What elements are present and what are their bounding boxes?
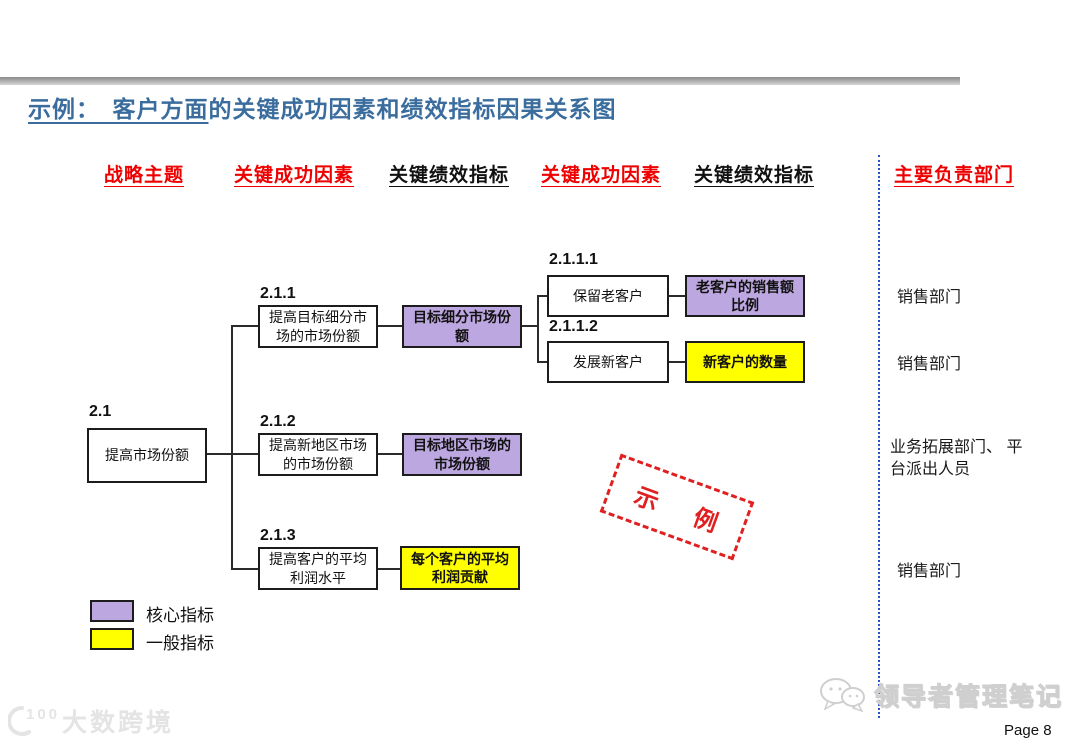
column-header-key-success-2: 关键成功因素 bbox=[541, 165, 662, 186]
column-header-strategy-theme: 战略主题 bbox=[104, 165, 185, 186]
dept-row-2: 销售部门 bbox=[897, 356, 962, 373]
column-header-kpi-1: 关键绩效指标 bbox=[389, 165, 510, 186]
node-id-2-1-1-1: 2.1.1.1 bbox=[549, 251, 598, 268]
legend-general-swatch bbox=[90, 628, 134, 650]
page-number: Page 8 bbox=[1004, 722, 1052, 739]
node-kpi-2-1-3: 每个客户的平均利润贡献 bbox=[400, 546, 520, 590]
top-divider-bar bbox=[0, 77, 960, 85]
node-kpi-2-1-1: 目标细分市场份额 bbox=[402, 305, 522, 348]
node-csf-2-1-1-1: 保留老客户 bbox=[547, 275, 669, 317]
column-header-kpi-2: 关键绩效指标 bbox=[694, 165, 815, 186]
dotted-separator-line bbox=[878, 155, 880, 718]
node-strategy-theme: 提高市场份额 bbox=[87, 428, 207, 483]
chat-bubbles-icon bbox=[820, 678, 865, 713]
connector-line bbox=[669, 295, 685, 297]
connector-line bbox=[538, 361, 548, 363]
dept-row-1: 销售部门 bbox=[897, 289, 962, 306]
connector-bracket bbox=[537, 295, 539, 363]
node-id-2-1: 2.1 bbox=[89, 403, 112, 420]
node-kpi-2-1-1-1: 老客户的销售额比例 bbox=[685, 275, 805, 317]
watermark-bottom-left-text: 大数跨境 bbox=[62, 709, 175, 737]
node-kpi-2-1-2: 目标地区市场的市场份额 bbox=[402, 433, 522, 476]
connector-line bbox=[378, 453, 402, 455]
node-id-2-1-1-2: 2.1.1.2 bbox=[549, 318, 598, 335]
page-title-underlined: 示例： 客户方面 bbox=[28, 96, 209, 122]
node-csf-2-1-1-2: 发展新客户 bbox=[547, 341, 669, 383]
column-header-responsible: 主要负责部门 bbox=[894, 165, 1015, 186]
node-id-2-1-2: 2.1.2 bbox=[260, 413, 296, 430]
connector-line bbox=[378, 568, 400, 570]
dept-row-4: 销售部门 bbox=[897, 563, 962, 580]
node-csf-2-1-3: 提高客户的平均利润水平 bbox=[258, 547, 378, 590]
connector-line bbox=[232, 325, 258, 327]
node-csf-2-1-2: 提高新地区市场的市场份额 bbox=[258, 433, 378, 476]
connector-bracket bbox=[231, 325, 233, 570]
dept-row-3: 业务拓展部门、 平台派出人员 bbox=[890, 439, 1023, 479]
page-title: 示例： 客户方面的关键成功因素和绩效指标因果关系图 bbox=[28, 90, 617, 124]
connector-line bbox=[232, 568, 258, 570]
node-id-2-1-1: 2.1.1 bbox=[260, 285, 296, 302]
node-id-2-1-3: 2.1.3 bbox=[260, 527, 296, 544]
watermark-bottom-right: 领导者管理笔记 bbox=[816, 674, 1063, 716]
legend-general-label: 一般指标 bbox=[146, 634, 214, 653]
legend-core-label: 核心指标 bbox=[146, 606, 214, 625]
column-header-key-success-1: 关键成功因素 bbox=[234, 165, 355, 186]
node-kpi-2-1-1-2: 新客户的数量 bbox=[685, 341, 805, 383]
page-title-rest: 的关键成功因素和绩效指标因果关系图 bbox=[208, 96, 617, 122]
example-stamp: 示 例 bbox=[599, 453, 755, 561]
watermark-bottom-right-text: 领导者管理笔记 bbox=[873, 683, 1064, 712]
dashu-kuajing-logo-icon: 100 bbox=[8, 706, 58, 736]
svg-text:100: 100 bbox=[26, 706, 58, 723]
connector-line bbox=[378, 325, 402, 327]
watermark-bottom-left: 100 大数跨境 bbox=[8, 702, 174, 740]
legend-core-swatch bbox=[90, 600, 134, 622]
connector-line bbox=[538, 295, 548, 297]
connector-line bbox=[669, 361, 685, 363]
node-csf-2-1-1: 提高目标细分市场的市场份额 bbox=[258, 305, 378, 348]
connector-line bbox=[522, 325, 538, 327]
